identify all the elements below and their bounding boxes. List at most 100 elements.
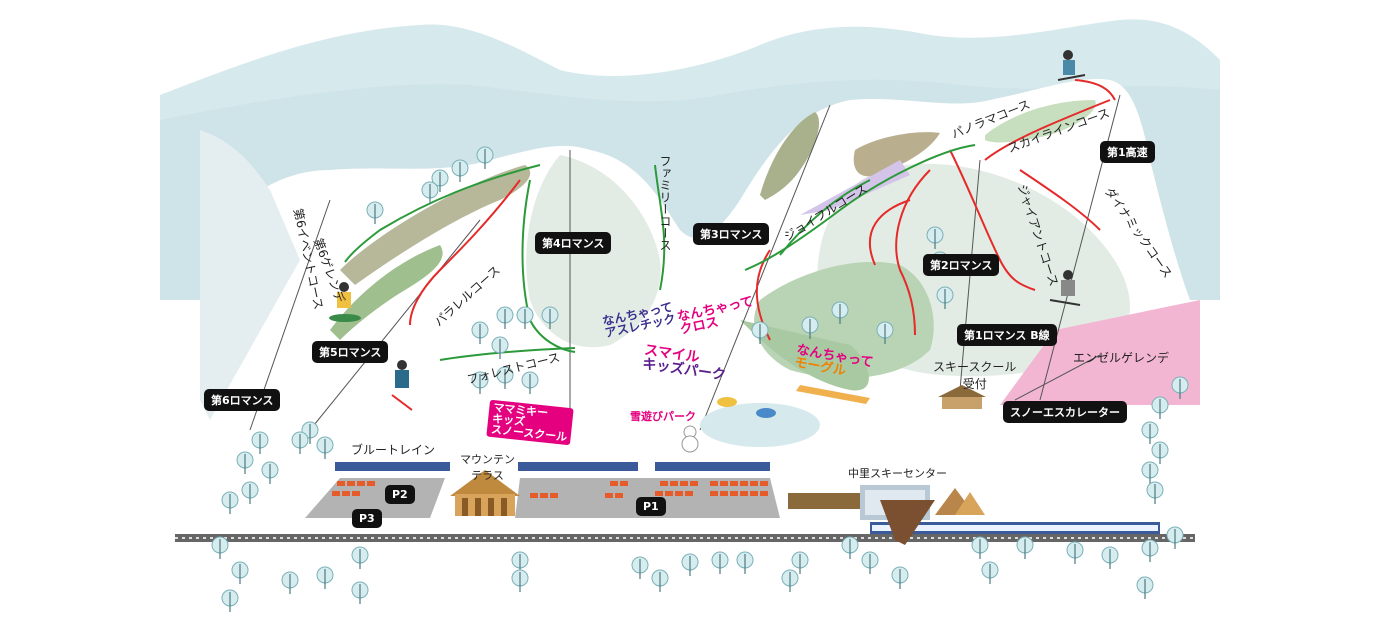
left-ridge: [200, 130, 300, 420]
tree-icon: [861, 551, 879, 574]
lift-label-5-romance[interactable]: 第5ロマンス: [312, 341, 389, 363]
tree-icon: [651, 569, 669, 592]
ski-school-label[interactable]: スキースクール 受付: [933, 358, 1016, 392]
tree-icon: [1171, 376, 1189, 399]
lift-line-5: [309, 219, 481, 431]
tree-icon: [316, 436, 334, 459]
trees: [211, 146, 1189, 612]
tree-icon: [521, 371, 539, 394]
tree-icon: [1166, 526, 1184, 549]
tree-icon: [511, 551, 529, 574]
green-area-bottom: [740, 320, 869, 391]
ski-center-label[interactable]: 中里スキーセンター: [848, 467, 947, 480]
tree-icon: [711, 551, 729, 574]
tree-icon: [221, 589, 239, 612]
tree-icon: [1151, 441, 1169, 464]
park-snow-play[interactable]: 雪遊びパーク: [630, 410, 696, 423]
lift-label-1-romance-b[interactable]: 第1ロマンス B線: [957, 324, 1057, 346]
tree-icon: [981, 561, 999, 584]
course-label-family[interactable]: ファミリーコース: [658, 155, 672, 251]
snowman-icon: [681, 425, 699, 453]
mountain-terrace-label-line1: マウンテン: [460, 453, 515, 466]
tree-icon: [241, 481, 259, 504]
tree-icon: [516, 306, 534, 329]
tree-icon: [541, 306, 559, 329]
tree-icon: [1016, 536, 1034, 559]
course-red-5: [984, 99, 1111, 161]
parking-p3-label[interactable]: P3: [352, 509, 382, 528]
angel-gelande-area: [1000, 300, 1200, 405]
tree-icon: [841, 536, 859, 559]
tree-icon: [431, 169, 449, 192]
lift-label-4-romance[interactable]: 第4ロマンス: [535, 232, 612, 254]
skier-top: [1057, 50, 1086, 81]
course-red-8: [1074, 79, 1116, 101]
railway: [175, 534, 1195, 542]
ski-center-building: [788, 485, 985, 545]
tree-icon: [1151, 396, 1169, 419]
parking-p2-label[interactable]: P2: [385, 485, 415, 504]
mountain-terrace-label-line2: テラス: [471, 469, 504, 482]
course-green-1: [744, 144, 976, 271]
tree-icon: [471, 321, 489, 344]
skier-right: [1049, 270, 1081, 306]
mogul-strip: [796, 385, 870, 404]
tree-icon: [936, 286, 954, 309]
tree-icon: [471, 371, 489, 394]
lift-label-snow-escalator[interactable]: スノーエスカレーター: [1003, 401, 1127, 423]
tree-icon: [801, 316, 819, 339]
tree-icon: [631, 556, 649, 579]
tree-icon: [281, 571, 299, 594]
course-red-7: [409, 179, 521, 326]
ridge-3: [760, 112, 820, 200]
tree-icon: [491, 336, 509, 359]
tree-icon: [351, 546, 369, 569]
mountain-terrace-label[interactable]: マウンテン テラス: [460, 451, 515, 483]
tree-icon: [496, 366, 514, 389]
lift-line-3: [699, 104, 831, 431]
lift-label-6-romance[interactable]: 第6ロマンス: [204, 389, 281, 411]
snowboarder-left: [329, 282, 361, 322]
tree-icon: [876, 321, 894, 344]
tree-icon: [351, 581, 369, 604]
tree-icon: [366, 201, 384, 224]
course-red-4: [1019, 169, 1101, 231]
mountain-terrace-building: [450, 470, 520, 516]
lift-line-escalator: [1014, 354, 1101, 401]
tree-icon: [1141, 461, 1159, 484]
tree-icon: [236, 451, 254, 474]
ski-school-label-line2: 受付: [962, 377, 987, 391]
tree-icon: [926, 226, 944, 249]
parking-p1-label[interactable]: P1: [636, 497, 666, 516]
tree-icon: [971, 536, 989, 559]
tree-icon: [681, 553, 699, 576]
ski-school-label-line1: スキースクール: [933, 360, 1017, 374]
lift-label-1-express[interactable]: 第1高速: [1100, 141, 1155, 163]
tree-icon: [1136, 576, 1154, 599]
tree-icon: [211, 536, 229, 559]
tree-icon: [496, 306, 514, 329]
tree-icon: [511, 569, 529, 592]
tree-icon: [231, 561, 249, 584]
tree-icon: [421, 181, 439, 204]
ridge-1: [340, 165, 531, 285]
lift-label-2-romance[interactable]: 第2ロマンス: [923, 254, 1000, 276]
tree-icon: [1066, 541, 1084, 564]
lift-label-3-romance[interactable]: 第3ロマンス: [693, 223, 770, 245]
angel-gelande-label[interactable]: エンゼルゲレンデ: [1073, 351, 1170, 365]
tree-icon: [451, 159, 469, 182]
tree-icon: [831, 301, 849, 324]
tree-icon: [1146, 481, 1164, 504]
course-red-2: [895, 169, 931, 336]
tree-icon: [1141, 421, 1159, 444]
blue-train-label[interactable]: ブルートレイン: [351, 443, 436, 457]
tree-icon: [751, 321, 769, 344]
course-green-3: [344, 164, 541, 263]
parking-marks: [332, 481, 768, 498]
blue-train-cars: [335, 462, 1160, 536]
ridge-5: [853, 132, 940, 177]
ridge-4: [985, 100, 1096, 143]
course-red-3: [869, 199, 911, 266]
tree-icon: [316, 566, 334, 589]
